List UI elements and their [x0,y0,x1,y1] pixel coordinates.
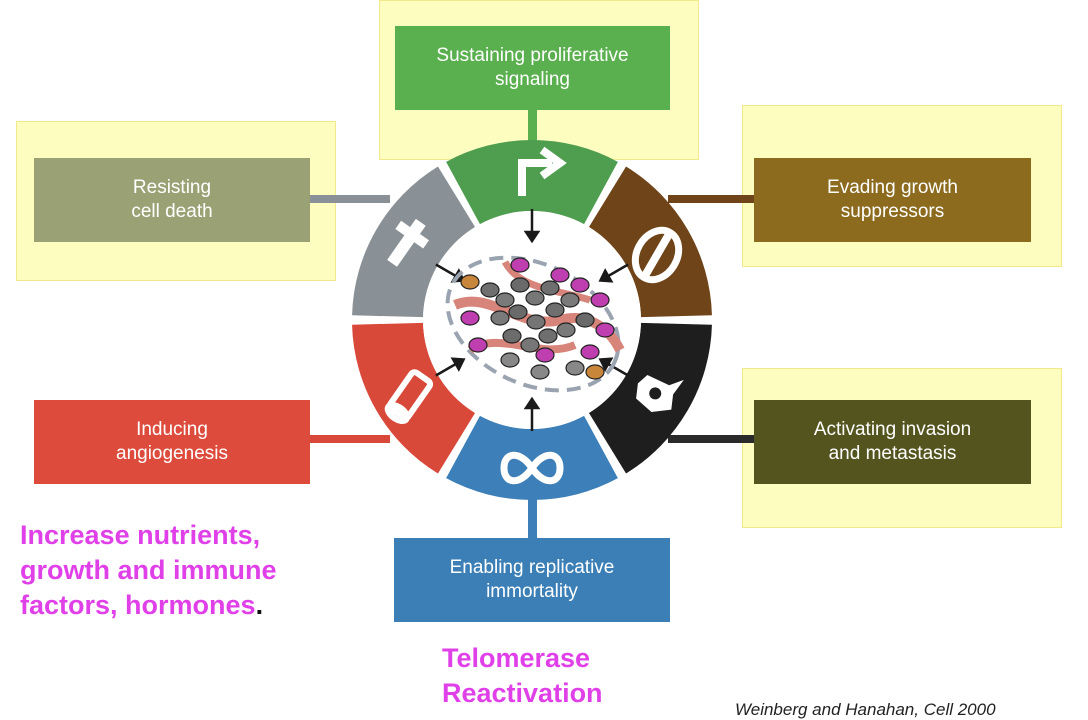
hallmark-growth-suppressors-box: Evading growth suppressors [754,158,1031,242]
nutrients-note-text: Increase nutrients, growth and immune fa… [20,520,277,620]
tumor-cell [530,364,550,380]
tumor-cell [508,304,528,320]
connector-angiogenesis [310,435,390,443]
tumor-cell [556,322,576,338]
nutrients-note: Increase nutrients, growth and immune fa… [20,518,380,623]
tumor-cell [550,267,570,283]
tumor-cell [460,310,480,326]
connector-proliferative [528,110,537,170]
hallmark-angiogenesis-box: Inducing angiogenesis [34,400,310,484]
tumor-cell [565,360,585,376]
tumor-cell [490,310,510,326]
tumor-cell [570,277,590,293]
tumor-cell [590,292,610,308]
inward-arrows [435,209,629,431]
tumor-cell [525,290,545,306]
tumor-cell [538,328,558,344]
inward-arrow-head [450,357,466,372]
inward-arrow-head [598,268,614,283]
wheel-segment-angiogenesis [352,322,476,474]
no-entry-icon [631,226,683,284]
tumor-illustration [445,255,625,393]
citation: Weinberg and Hanahan, Cell 2000 [735,700,996,719]
tumor-cell [535,347,555,363]
wheel-segment-immortality [446,415,618,501]
tumor-cell [500,352,520,368]
hallmark-cell-death-box: Resisting cell death [34,158,310,242]
hallmark-proliferative-box: Sustaining proliferative signaling [395,26,670,110]
tumor-cell [540,280,560,296]
inward-arrow-line [604,263,629,279]
cell-icon [636,375,684,412]
connector-immortality [528,470,537,540]
inward-arrow-line [435,361,460,377]
tumor-cell [595,322,615,338]
connector-growth-suppressors [668,195,756,203]
connector-cell-death [310,195,390,203]
telomerase-note: Telomerase Reactivation [442,643,603,708]
nutrients-note-period: . [255,590,264,620]
tumor-cell [460,274,480,290]
tumor-cell [560,292,580,308]
tumor-cell [545,302,565,318]
wheel-segment-proliferative [446,140,618,225]
tumor-cell [580,344,600,360]
tumor-cell [480,282,500,298]
arrow-icon [518,146,567,196]
tumor-cell [585,364,605,380]
tumor-cell [495,292,515,308]
tumor-cell [575,312,595,328]
connector-invasion [668,435,756,443]
tumor-cell [510,257,530,273]
tumor-cell [510,277,530,293]
inward-arrow-line [435,263,460,279]
hallmark-invasion-box: Activating invasion and metastasis [754,400,1031,484]
vessel-icon [384,369,434,425]
hallmark-immortality-box: Enabling replicative immortality [394,538,670,622]
inward-arrow-head [523,230,541,244]
tumor-cell [502,328,522,344]
tumor-cell [526,314,546,330]
tumor-cell [468,337,488,353]
infinity-icon [500,451,564,485]
inward-arrow-head [523,396,541,410]
inward-arrow-head [598,357,614,372]
cross-icon [387,218,429,267]
tumor-cell [520,337,540,353]
wheel-segment-growth-suppressors [588,166,712,318]
inward-arrow-line [604,361,629,377]
